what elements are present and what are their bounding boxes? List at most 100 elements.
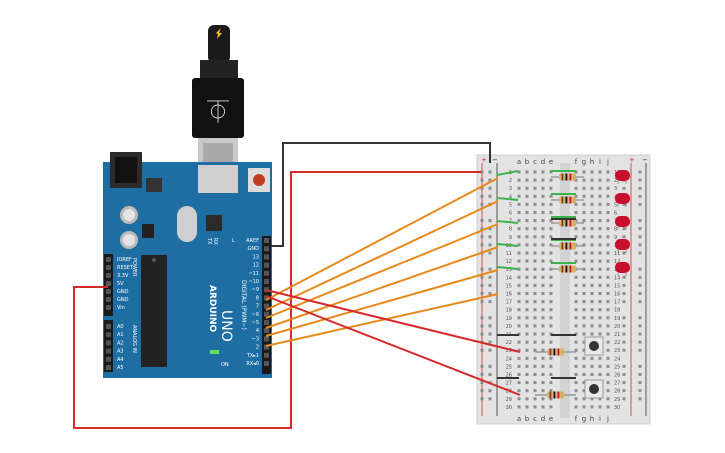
rail-hole[interactable]	[638, 178, 642, 182]
breadboard-hole[interactable]	[606, 259, 610, 263]
breadboard-hole[interactable]	[549, 194, 553, 198]
rail-hole[interactable]	[488, 194, 492, 198]
breadboard-hole[interactable]	[598, 292, 602, 295]
breadboard-hole[interactable]	[541, 332, 545, 336]
rail-hole[interactable]	[480, 373, 484, 376]
breadboard-hole[interactable]	[517, 275, 521, 279]
breadboard-hole[interactable]	[549, 397, 553, 401]
digital-pin[interactable]	[264, 246, 269, 252]
breadboard-hole[interactable]	[517, 211, 521, 214]
rail-hole[interactable]	[480, 235, 484, 239]
breadboard-hole[interactable]	[606, 202, 610, 206]
breadboard-hole[interactable]	[590, 332, 594, 336]
breadboard-hole[interactable]	[549, 324, 553, 328]
breadboard-hole[interactable]	[582, 186, 586, 190]
rail-hole[interactable]	[638, 397, 642, 401]
resistor[interactable]	[535, 391, 576, 399]
breadboard-hole[interactable]	[582, 219, 586, 223]
breadboard-hole[interactable]	[525, 251, 529, 255]
breadboard-hole[interactable]	[582, 389, 586, 393]
breadboard-hole[interactable]	[598, 202, 602, 206]
breadboard-hole[interactable]	[582, 227, 586, 231]
breadboard-hole[interactable]	[525, 397, 529, 401]
rail-hole[interactable]	[480, 332, 484, 336]
breadboard-hole[interactable]	[517, 348, 521, 352]
breadboard-hole[interactable]	[590, 356, 594, 360]
breadboard-hole[interactable]	[525, 211, 529, 214]
rail-hole[interactable]	[480, 178, 484, 182]
rail-hole[interactable]	[488, 219, 492, 223]
breadboard-hole[interactable]	[598, 332, 602, 336]
breadboard-hole[interactable]	[525, 186, 529, 190]
power-pin[interactable]	[106, 281, 111, 286]
breadboard-hole[interactable]	[549, 364, 553, 368]
breadboard-hole[interactable]	[541, 235, 545, 239]
rail-hole[interactable]	[488, 332, 492, 336]
breadboard-hole[interactable]	[525, 243, 529, 247]
rail-hole[interactable]	[638, 381, 642, 385]
resistor[interactable]	[551, 196, 584, 204]
breadboard-hole[interactable]	[598, 267, 602, 271]
rail-hole[interactable]	[622, 381, 626, 385]
breadboard-hole[interactable]	[533, 300, 537, 304]
breadboard-hole[interactable]	[533, 364, 537, 368]
breadboard-hole[interactable]	[533, 243, 537, 247]
rail-hole[interactable]	[488, 373, 492, 376]
breadboard-hole[interactable]	[517, 194, 521, 198]
resistor[interactable]	[551, 173, 584, 181]
breadboard-hole[interactable]	[549, 340, 553, 344]
breadboard-hole[interactable]	[517, 283, 521, 287]
breadboard-hole[interactable]	[533, 178, 537, 182]
digital-pin[interactable]	[264, 295, 269, 301]
rail-hole[interactable]	[638, 227, 642, 231]
breadboard-hole[interactable]	[525, 308, 529, 312]
wire-green-jumper[interactable]	[496, 243, 519, 247]
rail-hole[interactable]	[480, 283, 484, 287]
breadboard-hole[interactable]	[590, 194, 594, 198]
breadboard-hole[interactable]	[582, 178, 586, 182]
breadboard-hole[interactable]	[549, 202, 553, 206]
breadboard-hole[interactable]	[517, 300, 521, 304]
breadboard-hole[interactable]	[541, 300, 545, 304]
digital-pin[interactable]	[264, 238, 269, 243]
rail-hole[interactable]	[622, 186, 626, 190]
breadboard-hole[interactable]	[574, 389, 578, 393]
breadboard-hole[interactable]	[525, 332, 529, 336]
breadboard-hole[interactable]	[606, 292, 610, 295]
breadboard-hole[interactable]	[533, 332, 537, 336]
rail-hole[interactable]	[488, 340, 492, 344]
breadboard-hole[interactable]	[582, 356, 586, 360]
breadboard-hole[interactable]	[606, 243, 610, 247]
rail-hole[interactable]	[488, 170, 492, 174]
breadboard-hole[interactable]	[533, 227, 537, 231]
breadboard-hole[interactable]	[606, 308, 610, 312]
power-pin[interactable]	[106, 257, 111, 262]
rail-hole[interactable]	[488, 364, 492, 368]
breadboard-hole[interactable]	[598, 356, 602, 360]
breadboard-hole[interactable]	[525, 178, 529, 182]
rail-hole[interactable]	[622, 283, 626, 287]
breadboard-hole[interactable]	[533, 340, 537, 344]
breadboard-hole[interactable]	[606, 332, 610, 336]
breadboard-hole[interactable]	[533, 275, 537, 279]
breadboard-hole[interactable]	[574, 397, 578, 401]
breadboard-hole[interactable]	[549, 211, 553, 214]
breadboard-hole[interactable]	[574, 348, 578, 352]
breadboard-hole[interactable]	[606, 397, 610, 401]
breadboard-hole[interactable]	[598, 211, 602, 214]
power-pin[interactable]	[106, 305, 111, 310]
resistor[interactable]	[551, 219, 584, 227]
breadboard-hole[interactable]	[517, 308, 521, 312]
rail-hole[interactable]	[480, 194, 484, 198]
breadboard-hole[interactable]	[574, 373, 578, 376]
rail-hole[interactable]	[480, 267, 484, 271]
breadboard-hole[interactable]	[517, 202, 521, 206]
rail-hole[interactable]	[638, 186, 642, 190]
breadboard-hole[interactable]	[533, 259, 537, 263]
breadboard-hole[interactable]	[590, 397, 594, 401]
breadboard-hole[interactable]	[598, 364, 602, 368]
wire-green-jumper[interactable]	[496, 266, 519, 270]
breadboard-hole[interactable]	[582, 283, 586, 287]
breadboard-hole[interactable]	[590, 405, 594, 409]
breadboard-hole[interactable]	[517, 373, 521, 376]
